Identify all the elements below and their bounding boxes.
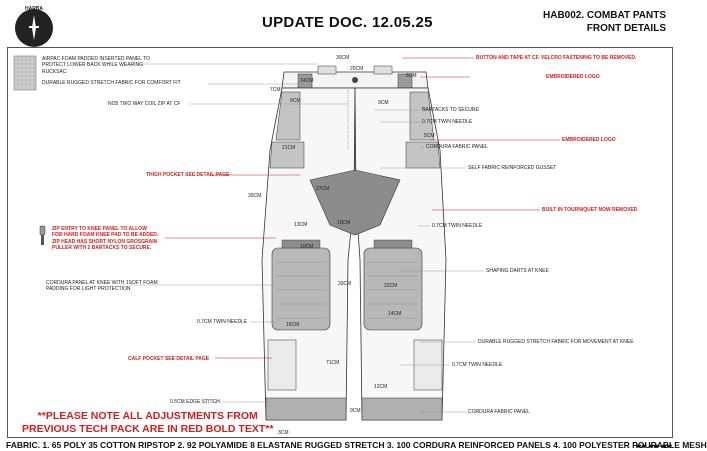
measure-27cm: 27CM <box>316 186 330 192</box>
view-label: FRONT DETAILS <box>586 23 666 34</box>
note-gusset: SELF FABRIC REINFORCED GUSSET <box>468 165 557 171</box>
note-airpac: AIRPAC FOAM PADDED INSERTED PANEL TO PRO… <box>42 56 150 75</box>
measure-12cm: 12CM <box>374 384 388 390</box>
note-cordura-fabric: CORDURA FABRIC PANEL <box>426 144 488 150</box>
note-calf-pocket: CALF POCKET SEE DETAIL PAGE <box>128 356 210 362</box>
measure-71cm: 71CM <box>326 360 340 366</box>
measure-21cm: 21CM <box>282 145 296 151</box>
drawing-frame <box>7 47 673 438</box>
note-stretch-fit: DURABLE RUGGED STRETCH FABRIC FOR COMFOR… <box>42 80 181 86</box>
measure-33cm: 33CM <box>338 281 352 287</box>
note-cordura-bottom: CORDURA FABRIC PANEL <box>468 409 530 415</box>
note-stretch-knee: DURABLE RUGGED STRETCH FABRIC FOR MOVEME… <box>478 339 634 345</box>
measure-16cm: 16CM <box>286 322 300 328</box>
measure-14cm: 14CM <box>300 78 314 84</box>
red-text-disclaimer: **PLEASE NOTE ALL ADJUSTMENTS FROM PREVI… <box>22 410 274 435</box>
measure-30cm-side: 30CM <box>248 193 262 199</box>
footer-mark: ▰▰ ▰▰ ▰▰ <box>635 443 672 450</box>
logo-text: HARBA <box>25 6 43 12</box>
brand-logo: HARBA <box>15 6 53 47</box>
measure-9cm-left: 9CM <box>290 98 301 104</box>
note-embroidered-logo-1: EMBROIDERED LOGO <box>546 74 600 80</box>
measure-13cm: 13CM <box>294 222 308 228</box>
note-twin-needle-left: 0.7CM TWIN NEEDLE <box>197 319 248 325</box>
fabric-composition: FABRIC. 1. 65 POLY 35 COTTON RIPSTOP 2. … <box>6 440 707 450</box>
measure-20cm: 20CM <box>350 66 364 72</box>
style-code: HAB002. COMBAT PANTS <box>543 10 666 21</box>
note-bartacks: BARTACKS TO SECURE <box>422 107 479 113</box>
note-cordura-knee: CORDURA PANEL AT KNEE WITH 1SOFT FOAM PA… <box>46 280 158 293</box>
measure-10cm-right: 10CM <box>300 244 314 250</box>
note-shaping-darts: SHAPING DARTS AT KNEE <box>486 268 549 274</box>
note-button-tape: BUTTON AND TAPE AT CF. VELCRO FASTENING … <box>476 55 637 61</box>
measure-9cm-right: 9CM <box>378 100 389 106</box>
pants-drawing <box>13 55 560 421</box>
measure-3cm: 3CM <box>278 430 289 436</box>
note-twin-needle-right-1: 0.7CM TWIN NEEDLE <box>422 119 473 125</box>
mesh-swatch <box>13 55 37 91</box>
note-tourniquet: BUILT IN TOURNIQUET NOW REMOVED <box>542 207 638 213</box>
measure-22cm: 22CM <box>384 283 398 289</box>
measure-14cm-low: 14CM <box>388 311 402 317</box>
measure-6cm: 6CM <box>406 73 417 79</box>
measure-5cm: 5CM <box>424 133 435 139</box>
note-embroidered-logo-2: EMBROIDERED LOGO <box>562 137 616 143</box>
page-title: UPDATE DOC. 12.05.25 <box>262 14 433 31</box>
zip-puller-icon <box>39 225 46 245</box>
note-twin-needle-right-2: 0.7CM TWIN NEEDLE <box>432 223 483 229</box>
note-twin-needle-right-3: 0.7CM TWIN NEEDLE <box>452 362 503 368</box>
measure-7cm: 7CM <box>270 87 281 93</box>
note-zip-fly: NO5 TWO WAY COIL ZIP AT CF <box>108 101 181 107</box>
note-edge-stitch: 0.5CM EDGE STITCH <box>170 399 220 405</box>
measure-10cm: 10CM <box>337 220 351 226</box>
measure-waist: 30CM <box>336 55 350 61</box>
note-zip-entry: ZIP ENTRY TO KNEE PANEL TO ALLOW FOR HAR… <box>52 226 159 251</box>
note-thigh-pocket: THIGH POCKET SEE DETAIL PAGE <box>146 172 230 178</box>
measure-9cm-bottom: 9CM <box>350 408 361 414</box>
